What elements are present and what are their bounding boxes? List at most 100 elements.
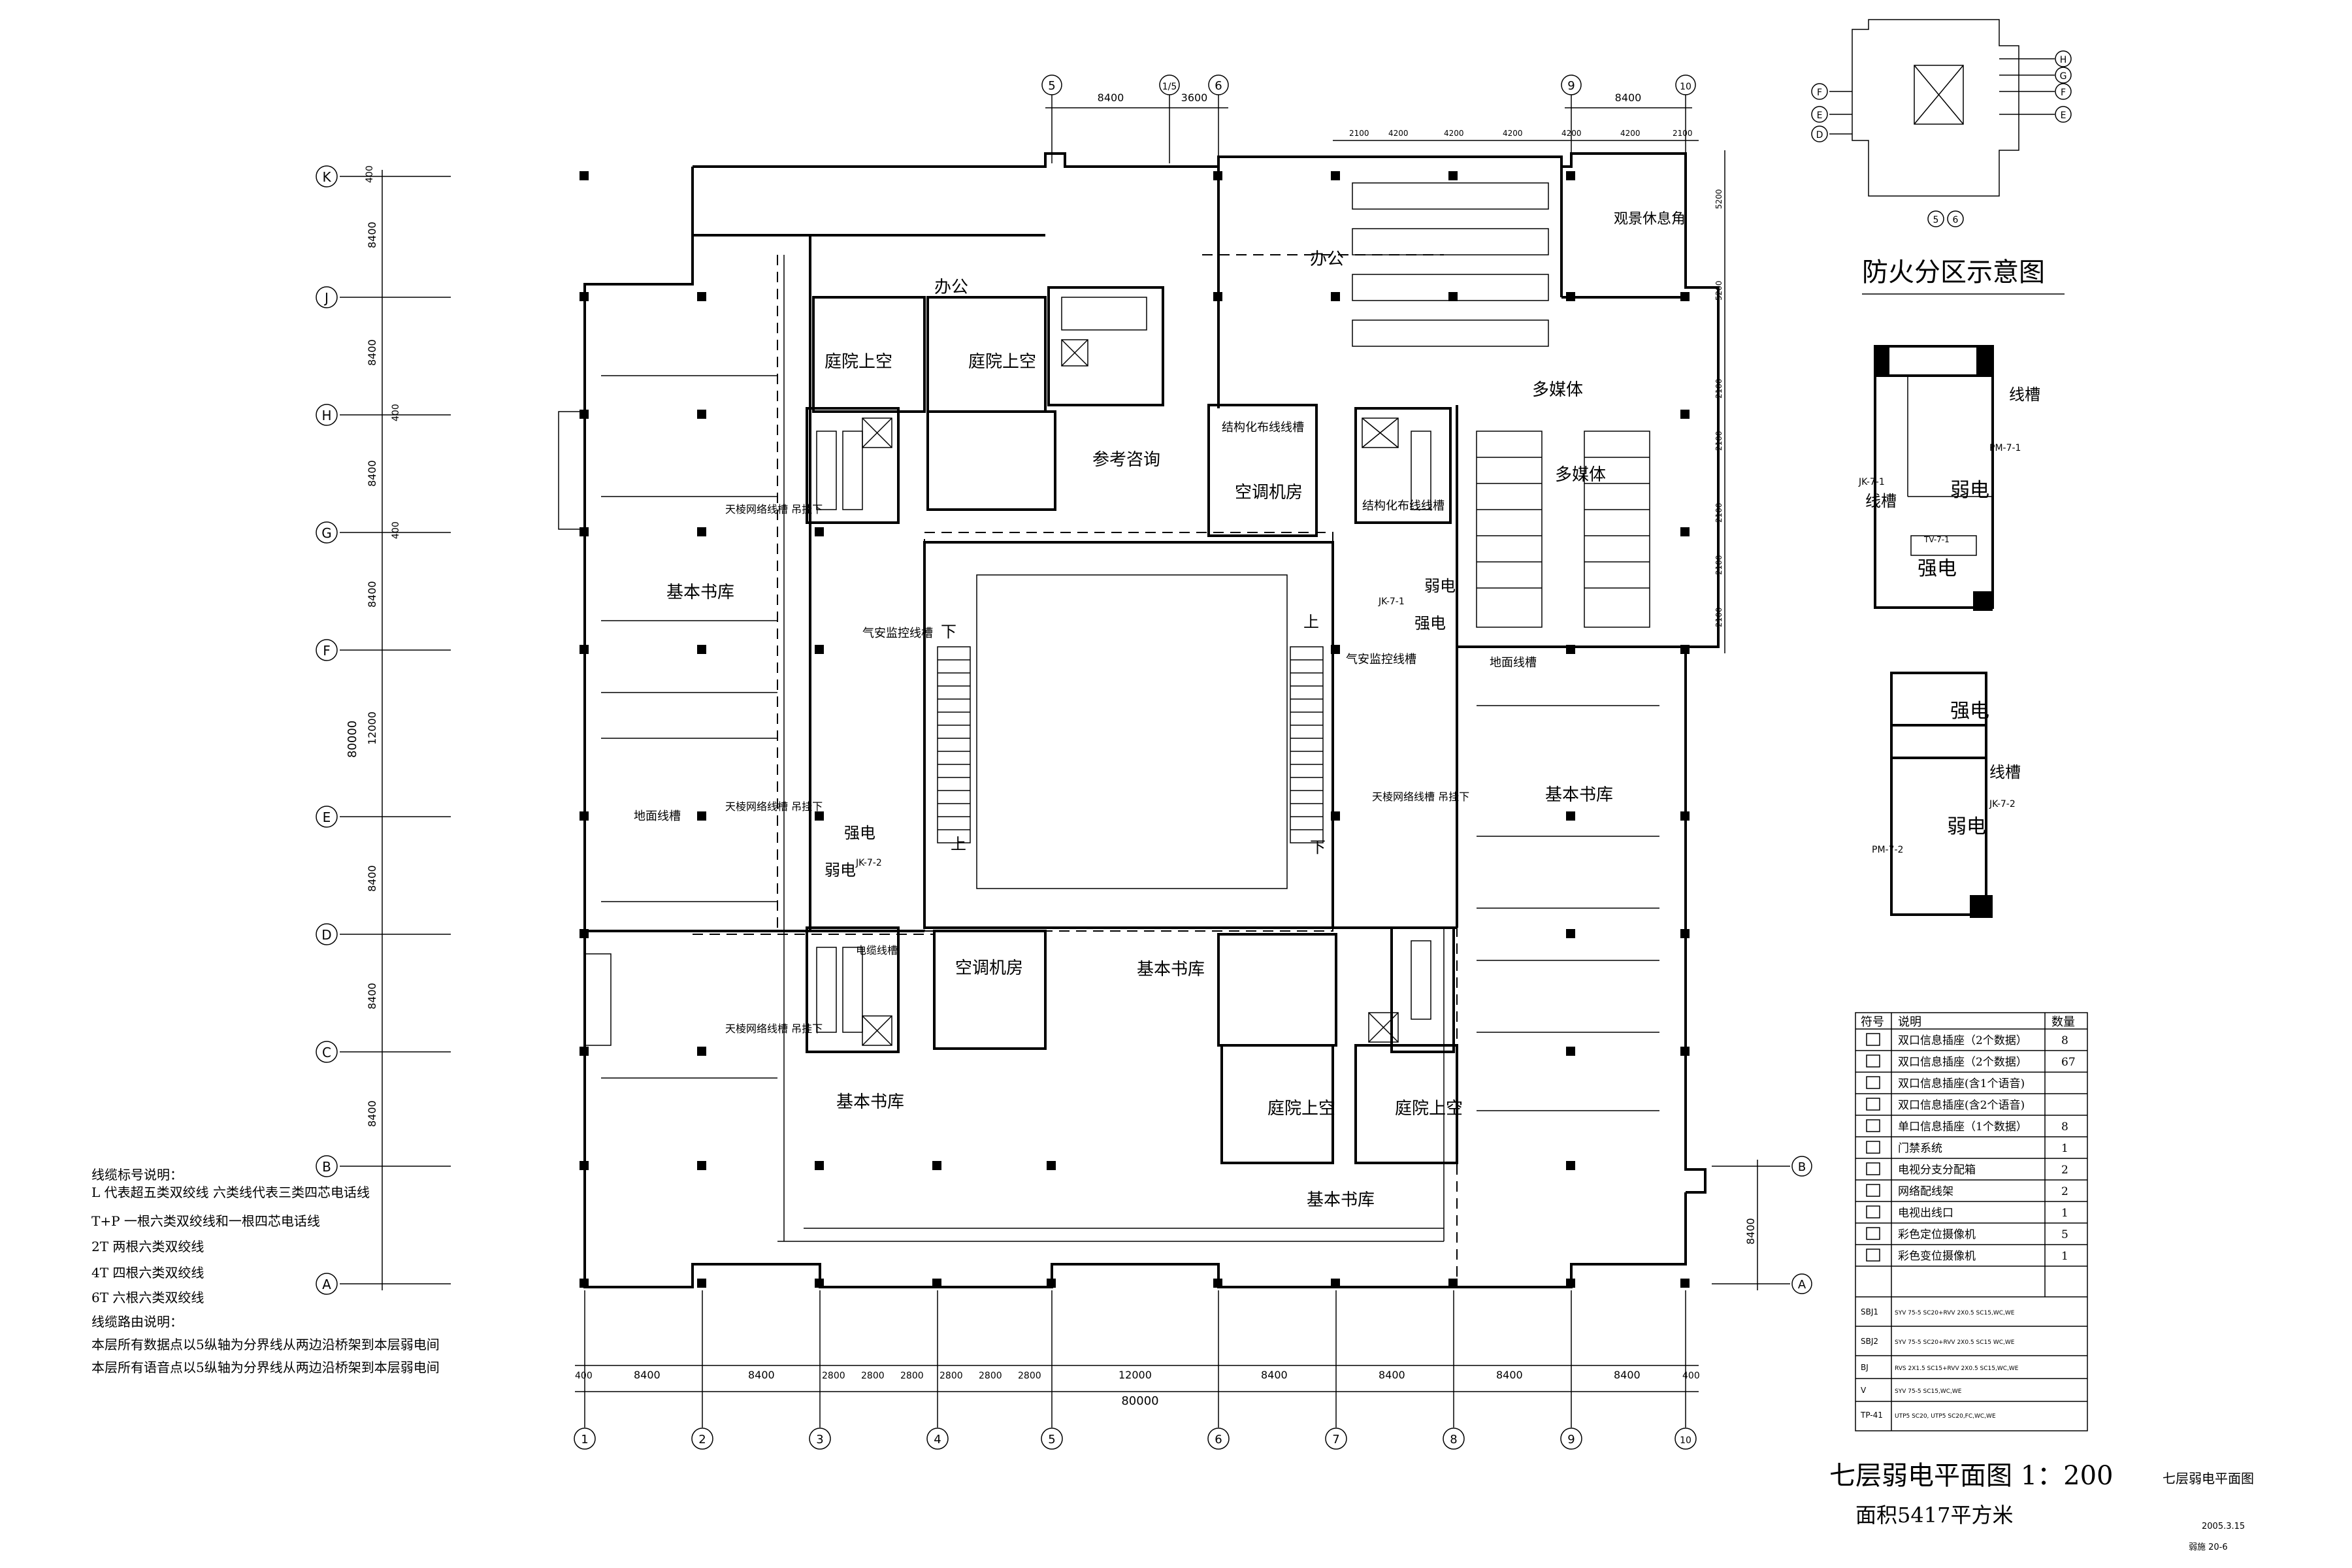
- dim-bottom-3: 2800: [822, 1371, 845, 1381]
- grid-col-4: 4: [934, 1433, 941, 1446]
- grid-row-c: C: [322, 1045, 331, 1060]
- room-ac-2: 空调机房: [955, 958, 1023, 978]
- dim-bottom-2: 8400: [748, 1369, 775, 1381]
- top-axis-6: 6: [1215, 79, 1222, 93]
- drawing-area: 面积5417平方米: [1855, 1503, 2013, 1527]
- cable-tray-labels: 结构化布线线槽 结构化布线线槽 气安监控线槽 气安监控线槽 地面线槽 地面线槽 …: [634, 421, 1537, 1035]
- detail2-trunk: 线槽: [1989, 763, 2021, 781]
- detail1-pm: PM-7-1: [1989, 443, 2021, 453]
- detail2-pm: PM-7-2: [1872, 845, 1903, 855]
- fz-axis-e2: E: [1817, 110, 1823, 121]
- cable-row-3-spec: SYV 75-5 SC15,WC,WE: [1895, 1388, 1962, 1395]
- grid-row-d: D: [321, 927, 331, 943]
- legend-header-symbol: 符号: [1861, 1015, 1884, 1029]
- fz-axis-6: 6: [1953, 215, 1959, 225]
- room-strong-2: 强电: [1414, 614, 1446, 632]
- dim-left-1: 8400: [366, 221, 378, 248]
- left-grid-axes: K J H G F E D C B A 400 8400 8400 400 84…: [316, 165, 451, 1295]
- dim-top-small-3: 4200: [1503, 129, 1523, 138]
- dim-right-b: 8400: [1744, 1218, 1757, 1245]
- room-office-2: 办公: [1310, 250, 1344, 269]
- fire-zone-title: 防火分区示意图: [1862, 257, 2045, 287]
- room-weak-1: 弱电: [825, 861, 856, 879]
- drawing-date: 2005.3.15: [2202, 1522, 2245, 1531]
- fz-axis-h: H: [2060, 55, 2067, 65]
- dim-top-small-0: 2100: [1349, 129, 1369, 138]
- dim-left-3: 8400: [366, 339, 378, 366]
- room-weak-2: 弱电: [1424, 577, 1456, 595]
- legend-header-desc: 说明: [1898, 1015, 1921, 1029]
- dim-left-9: 8400: [366, 865, 378, 892]
- dim-left-10: 8400: [366, 983, 378, 1009]
- grid-col-5: 5: [1048, 1433, 1055, 1446]
- room-basic-stack-1: 基本书库: [666, 583, 734, 602]
- cable-row-4-spec: UTP5 SC20, UTP5 SC20,FC,WC,WE: [1895, 1413, 1996, 1420]
- label-jk2: JK-7-2: [855, 858, 882, 868]
- bottom-grid-axes: 400 8400 8400 2800 2800 2800 2800 2800 2…: [574, 1290, 1700, 1450]
- legend-row-6-qty: 2: [2061, 1164, 2068, 1177]
- legend-row-5-qty: 1: [2061, 1142, 2068, 1155]
- dim-bottom-4: 2800: [861, 1371, 885, 1381]
- legend-row-9-qty: 5: [2061, 1228, 2068, 1241]
- cable-row-1-code: SBJ2: [1861, 1337, 1878, 1346]
- cable-row-0-code: SBJ1: [1861, 1307, 1878, 1316]
- dim-bottom-1: 8400: [634, 1369, 661, 1381]
- fz-axis-e: E: [2061, 110, 2066, 121]
- grid-row-k: K: [322, 169, 331, 185]
- notes-line-4: 4T 四根六类双绞线: [91, 1265, 204, 1281]
- dim-left-6: 400: [391, 521, 401, 539]
- dim-bottom-5: 2800: [900, 1371, 924, 1381]
- fz-axis-5: 5: [1933, 215, 1939, 225]
- notes-line-5: 6T 六根六类双绞线: [91, 1290, 204, 1305]
- grid-row-g: G: [321, 525, 332, 541]
- grid-col-2: 2: [698, 1433, 706, 1446]
- fire-zone-diagram: H G F E F E D 5 6 防火分区示意图: [1811, 19, 2072, 295]
- legend-row-0-desc: 双口信息插座（2个数据）: [1898, 1034, 2027, 1047]
- detail-weak-room-1: 线槽 弱电 线槽 强电 JK-7-1 PM-7-1 TV-7-1: [1858, 345, 2040, 611]
- room-strong-1: 强电: [844, 824, 875, 842]
- grid-row-a: A: [322, 1277, 331, 1292]
- atrium-stairs: 下 上 上 下: [816, 297, 1431, 1046]
- grid-col-1: 1: [581, 1433, 588, 1446]
- dim-top-small-1: 4200: [1388, 129, 1409, 138]
- detail1-trunk2: 线槽: [1865, 492, 1897, 510]
- detail1-tv: TV-7-1: [1923, 535, 1950, 544]
- legend-row-4-desc: 单口信息插座（1个数据）: [1898, 1120, 2027, 1134]
- label-elec-well: 电缆线槽: [856, 944, 898, 956]
- detail1-trunk: 线槽: [2009, 385, 2040, 404]
- room-basic-stack-2: 基本书库: [836, 1092, 904, 1112]
- dim-top-1: 3600: [1181, 91, 1208, 104]
- detail2-jk: JK-7-2: [1989, 799, 2016, 809]
- room-basic-stack-4: 基本书库: [1307, 1190, 1375, 1210]
- dim-bottom-12: 8400: [1496, 1369, 1523, 1381]
- stair-down-1: 下: [941, 623, 956, 641]
- grid-col-8: 8: [1450, 1433, 1457, 1446]
- room-labels: 基本书库 基本书库 基本书库 基本书库 基本书库 办公 办公 庭院上空 庭院上空…: [666, 211, 1686, 1210]
- label-floor-trunk-2: 地面线槽: [1490, 656, 1537, 670]
- legend-row-8-qty: 1: [2061, 1207, 2068, 1220]
- room-basic-stack-3: 基本书库: [1137, 960, 1205, 979]
- top-axis-5: 5: [1048, 79, 1055, 93]
- legend-header-qty: 数量: [2051, 1015, 2075, 1029]
- legend-row-7-qty: 2: [2061, 1185, 2068, 1198]
- notes-line-3: 2T 两根六类双绞线: [91, 1239, 204, 1254]
- cable-row-4-code: TP-41: [1860, 1411, 1883, 1420]
- grid-col-6: 6: [1215, 1433, 1222, 1446]
- label-firealarm-2: 气安监控线槽: [1346, 653, 1416, 666]
- fz-axis-d: D: [1816, 130, 1823, 140]
- legend-row-7-desc: 网络配线架: [1898, 1185, 1953, 1198]
- cable-notes: 线缆标号说明： L 代表超五类双绞线 六类线代表三类四芯电话线 T+P 一根六类…: [91, 1167, 440, 1375]
- dim-bottom-13: 8400: [1614, 1369, 1641, 1381]
- label-ceiling-1: 天棱网络线槽 吊挂下: [725, 503, 823, 515]
- stair-down-2: 下: [1310, 838, 1326, 857]
- dim-bottom-14: 400: [1682, 1371, 1700, 1381]
- dim-left-7: 12000: [366, 711, 378, 745]
- label-floor-trunk-1: 地面线槽: [634, 809, 681, 823]
- cable-row-0-spec: SYV 75-5 SC20+RVV 2X0.5 SC15,WC,WE: [1895, 1310, 2015, 1316]
- dim-top-small-6: 2100: [1673, 129, 1693, 138]
- notes-line-7: 本层所有语音点以5纵轴为分界线从两边沿桥架到本层弱电间: [91, 1360, 440, 1375]
- fz-axis-f: F: [2061, 88, 2066, 98]
- label-ceiling-3: 天棱网络线槽 吊挂下: [725, 1022, 823, 1035]
- legend-row-10-desc: 彩色变位摄像机: [1898, 1250, 1976, 1263]
- dim-left-total: 80000: [346, 721, 359, 758]
